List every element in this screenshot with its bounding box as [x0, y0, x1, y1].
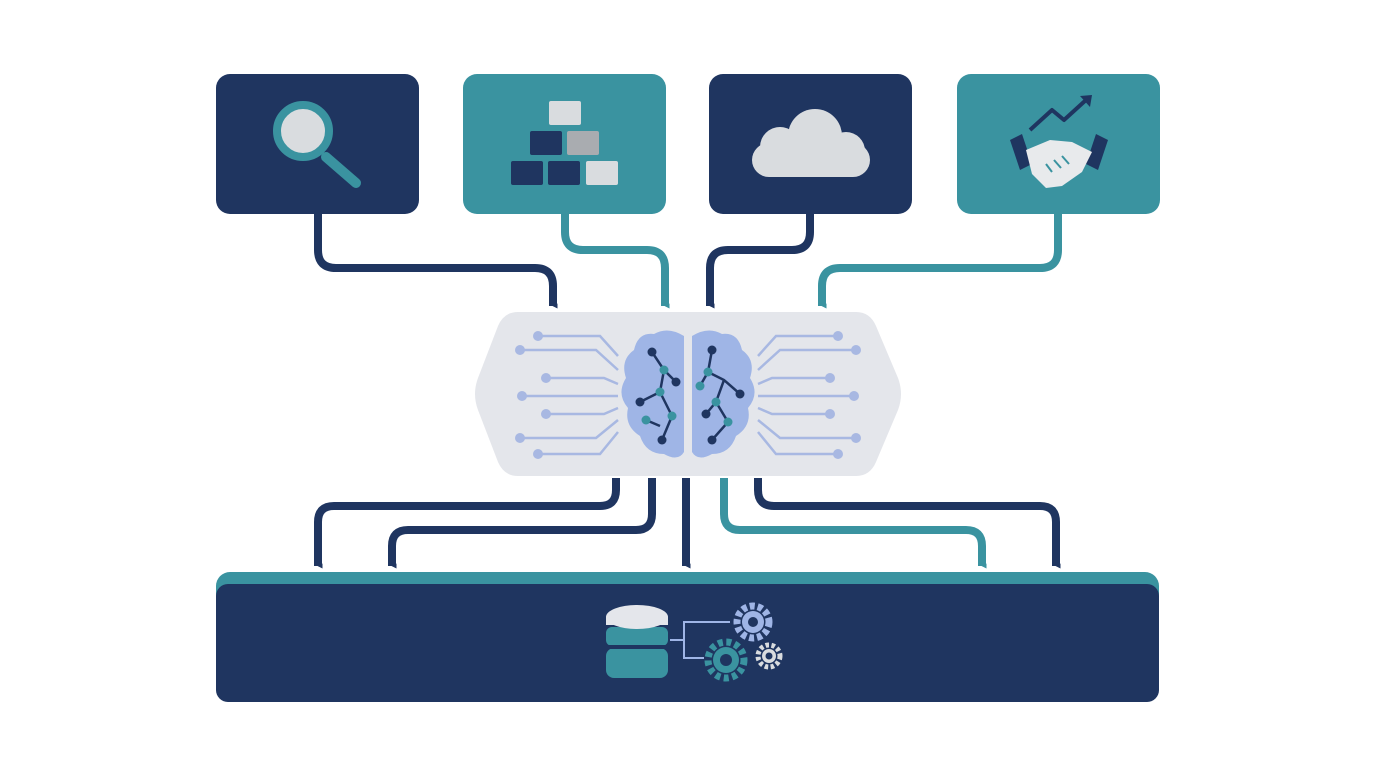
- gears-icon: [704, 602, 783, 682]
- input-connector-1: [314, 214, 558, 309]
- cloud-icon: [752, 109, 870, 177]
- source-box-partnership: [957, 74, 1160, 214]
- target-panel: [216, 572, 1159, 702]
- output-connector-4: [720, 478, 987, 569]
- source-box-search: [216, 74, 419, 214]
- source-box-blocks: [463, 74, 666, 214]
- database-icon: [606, 605, 668, 678]
- input-connector-3: [706, 214, 814, 309]
- circuit-nodes-right: [825, 331, 861, 459]
- output-connector-2: [388, 478, 656, 569]
- stacked-blocks-icon: [511, 101, 618, 185]
- input-connector-4: [818, 214, 1062, 309]
- circuit-nodes-left: [515, 331, 551, 459]
- circuit-lines-left: [522, 334, 619, 456]
- magnifier-icon: [273, 101, 361, 188]
- brain-circuit-icon: [621, 330, 755, 458]
- handshake-growth-icon: [1010, 95, 1108, 188]
- input-connector-2: [561, 214, 670, 309]
- output-connector-5: [754, 478, 1061, 569]
- gear-icon: [733, 602, 773, 642]
- gear-icon: [704, 638, 748, 682]
- source-box-cloud: [709, 74, 912, 214]
- circuit-lines-right: [757, 334, 854, 456]
- connector-lines: [670, 621, 730, 659]
- gear-icon: [755, 642, 783, 670]
- ai-hub: [475, 312, 901, 476]
- output-connector-1: [314, 478, 620, 569]
